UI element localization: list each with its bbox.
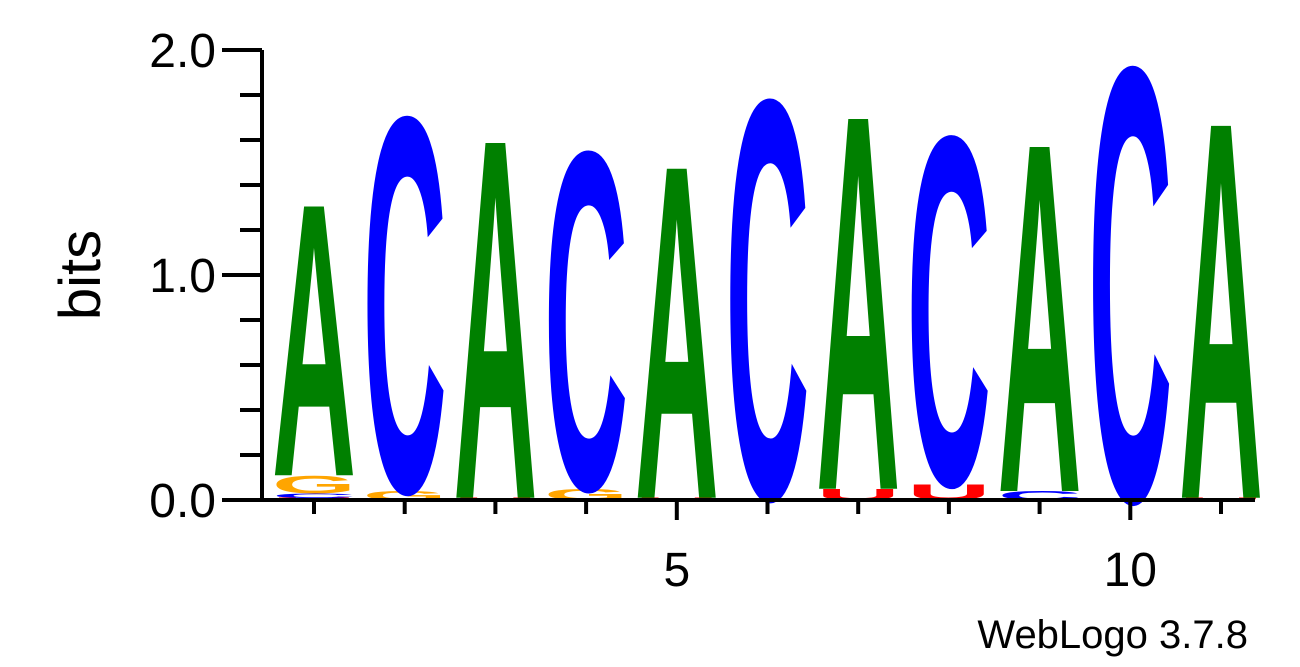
letter-g-glyph: G: [272, 471, 356, 499]
x-tick-label: 10: [1104, 544, 1157, 597]
y-ticks: 0.0 1.0 2.0: [149, 25, 262, 528]
letter-a-glyph: A: [1179, 8, 1263, 612]
letter-a-glyph: A: [453, 33, 537, 608]
y-tick-label: 2.0: [149, 25, 216, 78]
logo-stacks: UCGAGCUAGCUAGCUAUCCACUA: [272, 0, 1263, 632]
letter-c-glyph: C: [725, 0, 809, 620]
letter-c-glyph: C: [907, 31, 991, 590]
y-tick-label: 0.0: [149, 475, 216, 528]
letter-a-glyph: A: [272, 123, 356, 559]
y-tick-label: 1.0: [149, 250, 216, 303]
x-tick-label: 5: [663, 544, 690, 597]
y-axis-title: bits: [48, 230, 113, 320]
letter-c-glyph: C: [1088, 0, 1172, 632]
x-ticks: 5 10: [312, 500, 1223, 597]
weblogo-credit: WebLogo 3.7.8: [977, 613, 1248, 657]
letter-c-glyph: C: [363, 6, 447, 606]
letter-c-glyph: C: [272, 492, 356, 499]
